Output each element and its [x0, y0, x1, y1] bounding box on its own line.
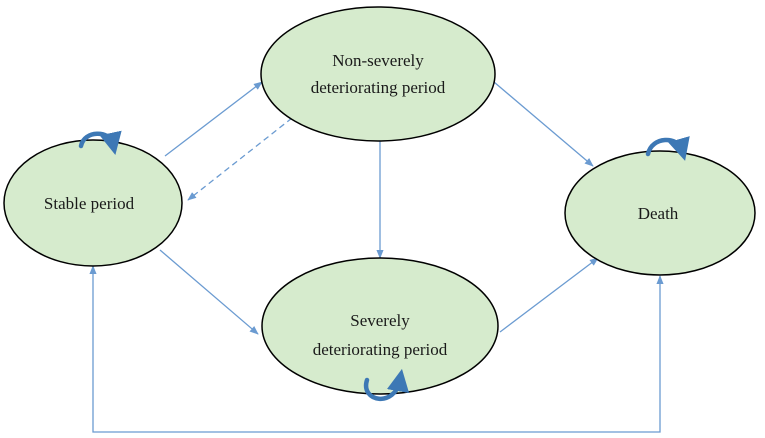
node-severe-ellipse — [261, 257, 499, 395]
self-loop-stable — [78, 130, 122, 155]
node-death-ellipse — [564, 150, 756, 276]
node-stable-ellipse — [3, 139, 183, 267]
edge-stable-to-nonsevere — [164, 81, 263, 157]
node-severely-deteriorating-period: Severely deteriorating period — [261, 257, 499, 395]
node-severe-label-line1: Severely — [350, 311, 410, 330]
edge-severe-to-death — [499, 257, 599, 333]
node-nonsevere-label-line1: Non-severely — [332, 51, 424, 70]
edge-nonsevere-to-stable-dashed — [187, 117, 293, 201]
node-non-severely-deteriorating-period: Non-severely deteriorating period — [260, 6, 496, 142]
edge-nonsevere-to-death — [493, 81, 594, 167]
self-loop-death — [645, 136, 690, 161]
node-severe-label-line2: deteriorating period — [313, 340, 448, 359]
node-death: Death — [564, 150, 756, 276]
node-stable-label: Stable period — [44, 194, 135, 213]
self-loops — [78, 130, 690, 401]
edge-stable-to-severe — [159, 249, 259, 335]
self-loop-severe — [363, 368, 410, 401]
node-death-label: Death — [638, 204, 679, 223]
node-nonsevere-label-line2: deteriorating period — [311, 78, 446, 97]
node-nonsevere-ellipse — [260, 6, 496, 142]
edges — [89, 81, 664, 433]
edge-loop-stable-death — [89, 265, 664, 433]
node-stable-period: Stable period — [3, 139, 183, 267]
